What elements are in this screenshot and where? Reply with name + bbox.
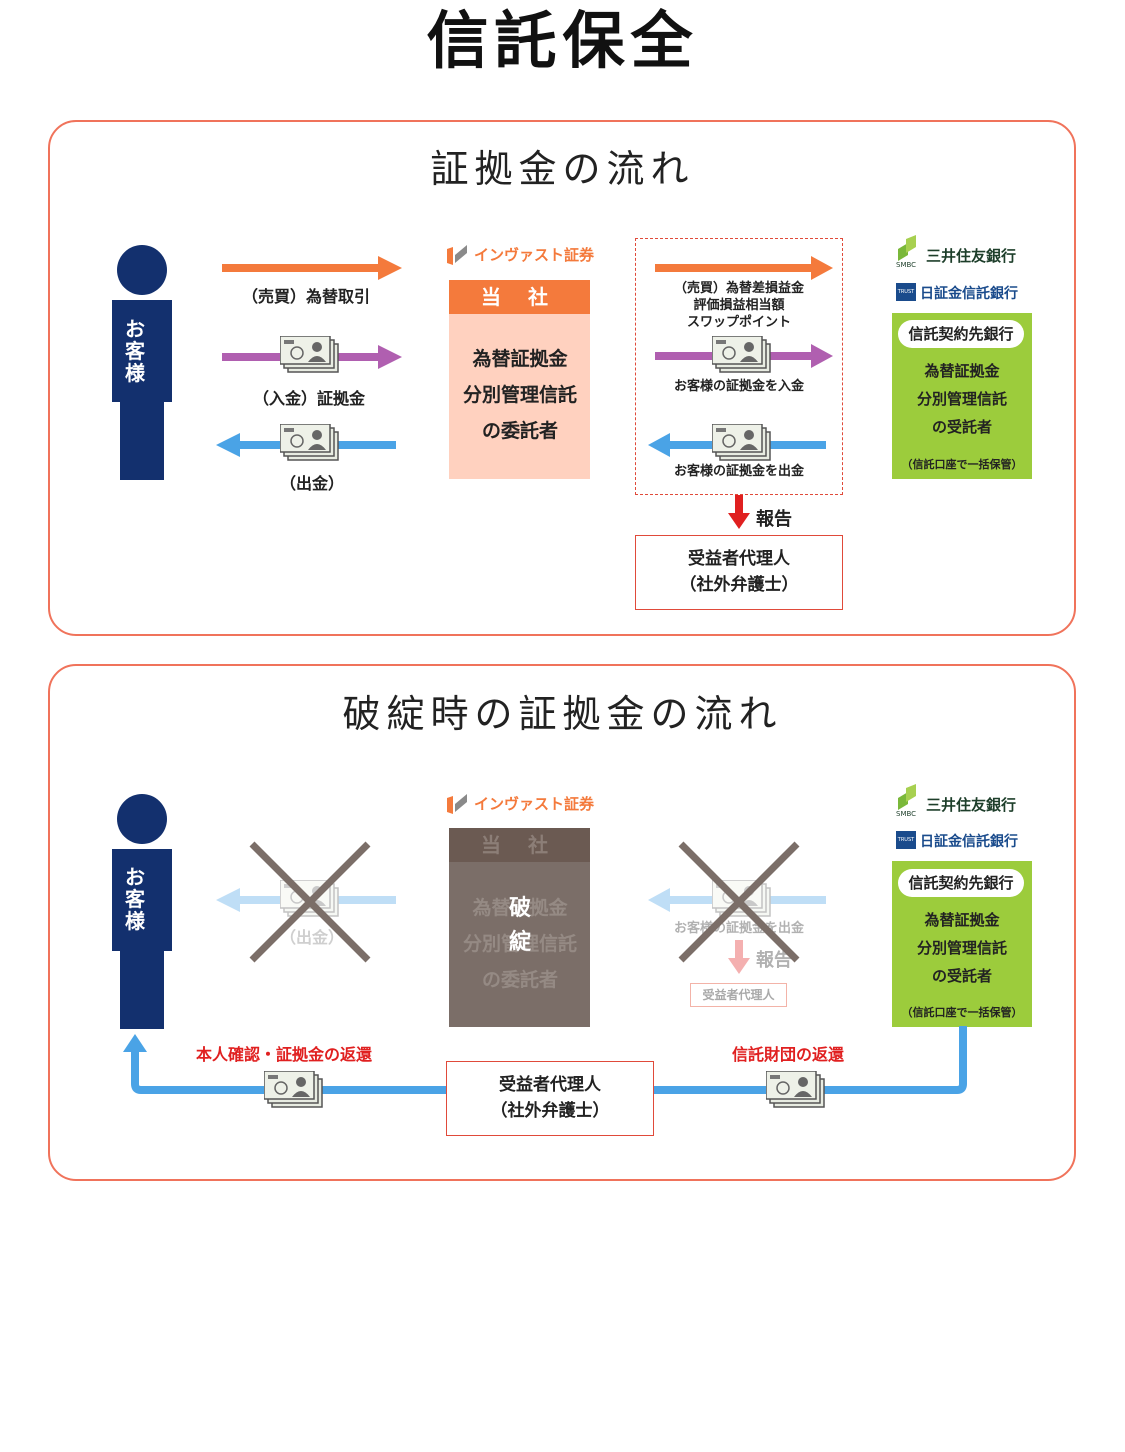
customer-label: お客様 xyxy=(120,318,150,384)
company-line-3: の委託者 xyxy=(481,420,558,442)
smbc-logo: SMBC 三井住友銀行 xyxy=(896,784,1036,820)
company-line-1: 為替証拠金 xyxy=(472,348,568,370)
trade-label: （売買）為替取引 xyxy=(242,287,371,306)
trust-bank-name: 日証金信託銀行 xyxy=(920,834,1018,850)
smbc-name: 三井住友銀行 xyxy=(926,796,1017,814)
flow-deposit-label: お客様の証拠金を入金 xyxy=(673,379,804,394)
return-right-label: 信託財団の返還 xyxy=(732,1045,845,1064)
trustee-line-3: の受託者 xyxy=(931,418,992,436)
customer-label-text: お客様 xyxy=(125,317,145,385)
invast-logo-text: インヴァスト証券 xyxy=(474,246,595,264)
trustee-line-2: 分別管理信託 xyxy=(916,390,1007,408)
company-line-1: 為替証拠金 xyxy=(472,897,568,919)
report-label: 報告 xyxy=(756,509,792,530)
normal-flow-panel xyxy=(48,120,1076,636)
trust-contract-pill: 信託契約先銀行 xyxy=(898,320,1024,348)
beneficiary-agent-box: 受益者代理人 （社外弁護士） xyxy=(635,535,843,610)
customer-label-text: お客様 xyxy=(125,865,145,933)
agent-line-2: （社外弁護士） xyxy=(679,575,799,595)
cross-icon xyxy=(249,841,371,963)
invast-logo: インヴァスト証券 xyxy=(447,244,597,266)
money-icon xyxy=(712,336,772,374)
company-header: 当 社 xyxy=(449,280,590,314)
company-box xyxy=(449,314,590,479)
company-box-dark xyxy=(449,862,590,1027)
smbc-logo: SMBC 三井住友銀行 xyxy=(896,235,1036,271)
money-icon xyxy=(280,336,340,374)
agent-line-2: （社外弁護士） xyxy=(490,1101,610,1121)
smbc-sub: SMBC xyxy=(896,810,917,818)
bankruptcy-char-1: 破 xyxy=(508,896,531,921)
trustee-line-2: 分別管理信託 xyxy=(916,939,1007,957)
report-arrow-icon xyxy=(728,495,750,529)
invast-logo-icon xyxy=(447,794,467,814)
trust-bank-logo: TRUST 日証金信託銀行 xyxy=(896,282,1036,304)
pnl-line-3: スワップポイント xyxy=(686,315,791,330)
trade-arrow-icon xyxy=(222,256,402,280)
agent-line-1: 受益者代理人 xyxy=(499,1075,601,1095)
bankruptcy-flow-title: 破綻時の証拠金の流れ xyxy=(342,692,783,736)
trust-bank-logo: TRUST 日証金信託銀行 xyxy=(896,830,1036,852)
money-icon xyxy=(766,1071,826,1109)
page-title: 信託保全 xyxy=(426,4,699,77)
pnl-line-2: 評価損益相当額 xyxy=(693,298,785,313)
withdraw-label: （出金） xyxy=(280,928,345,947)
invast-logo-icon xyxy=(447,245,467,265)
money-icon xyxy=(712,424,772,462)
invast-logo-text: インヴァスト証券 xyxy=(474,795,595,813)
faded-withdraw-group: （出金） xyxy=(216,878,398,958)
return-left-label: 本人確認・証拠金の返還 xyxy=(196,1045,373,1064)
agent-line-1: 受益者代理人 xyxy=(688,549,790,569)
trustee-note: （信託口座で一括保管） xyxy=(901,1006,1023,1019)
smbc-name: 三井住友銀行 xyxy=(926,247,1017,265)
company-line-2: 分別管理信託 xyxy=(462,933,577,955)
report-label: 報告 xyxy=(756,950,792,971)
trust-contract-pill: 信託契約先銀行 xyxy=(898,869,1024,897)
flow-dashed-box xyxy=(635,238,843,495)
faded-agent-box: 受益者代理人 xyxy=(690,983,787,1007)
company-header-dark: 当 社 xyxy=(449,828,590,862)
pnl-arrow-icon xyxy=(655,256,833,280)
trust-bank-name: 日証金信託銀行 xyxy=(920,286,1018,302)
invast-logo: インヴァスト証券 xyxy=(447,793,597,815)
beneficiary-agent-box: 受益者代理人 （社外弁護士） xyxy=(446,1061,654,1136)
normal-flow-title: 証拠金の流れ xyxy=(430,147,695,191)
company-line-3: の委託者 xyxy=(481,969,558,991)
customer-label: お客様 xyxy=(120,866,150,932)
smbc-sub: SMBC xyxy=(896,261,917,269)
money-icon xyxy=(264,1071,324,1109)
trustee-line-1: 為替証拠金 xyxy=(924,911,1000,929)
smbc-leaf-icon xyxy=(898,784,916,810)
money-icon xyxy=(280,424,340,462)
withdraw-label: （出金） xyxy=(280,474,345,493)
flow-withdraw-label: お客様の証拠金を出金 xyxy=(673,464,804,479)
bankruptcy-char-2: 綻 xyxy=(508,930,531,955)
trustee-note: （信託口座で一括保管） xyxy=(901,458,1023,471)
smbc-leaf-icon xyxy=(898,235,916,261)
bankruptcy-flow-panel xyxy=(48,664,1076,1181)
pnl-line-1: （売買）為替差損益金 xyxy=(673,281,804,296)
trust-badge-icon: TRUST xyxy=(896,283,916,301)
cross-icon xyxy=(678,841,800,963)
deposit-label: （入金）証拠金 xyxy=(253,389,366,408)
report-arrow-icon xyxy=(728,940,750,974)
trustee-line-3: の受託者 xyxy=(931,967,992,985)
company-line-2: 分別管理信託 xyxy=(462,384,577,406)
trustee-line-1: 為替証拠金 xyxy=(924,362,1000,380)
trust-badge-icon: TRUST xyxy=(896,831,916,849)
